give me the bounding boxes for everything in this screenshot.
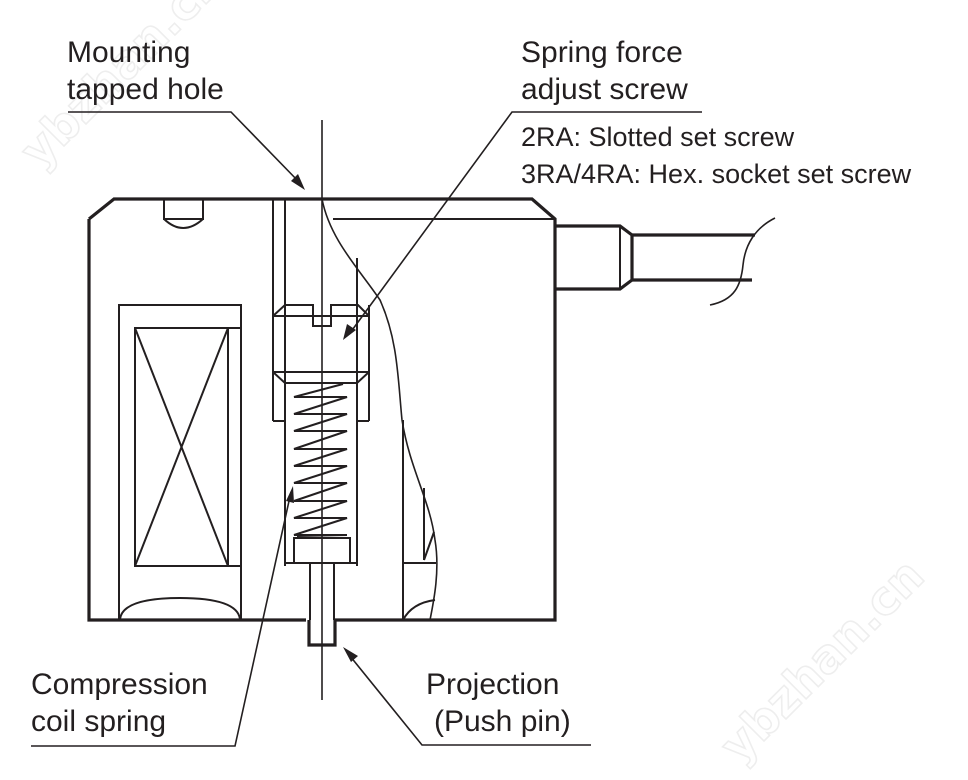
arrowhead-adjust-screw xyxy=(343,324,356,340)
arrowhead-compression xyxy=(286,486,294,503)
mounting-tapped-hole xyxy=(163,200,204,229)
label-spring-force-line2: adjust screw xyxy=(521,73,688,106)
label-spring-force-line1: Spring force xyxy=(521,36,683,69)
label-projection-line2: (Push pin) xyxy=(434,705,571,738)
leaders xyxy=(31,111,702,747)
leader-adjust-screw xyxy=(349,111,702,334)
label-projection-line1: Projection xyxy=(426,668,559,701)
leader-compression xyxy=(31,491,292,747)
coil xyxy=(118,304,242,621)
label-mounting-line2: tapped hole xyxy=(67,73,224,106)
label-compression-line2: coil spring xyxy=(31,705,166,738)
watermark-bottom-right: ybzhan.cn xyxy=(710,548,935,773)
label-screw-type-3ra-4ra: 3RA/4RA: Hex. socket set screw xyxy=(521,159,912,189)
watermarks: ybzhan.cn ybzhan.cn xyxy=(9,0,935,774)
compression-spring xyxy=(285,383,357,564)
leader-mounting xyxy=(68,111,301,184)
push-pin xyxy=(307,563,337,647)
label-mounting-line1: Mounting xyxy=(67,36,190,69)
arrowhead-projection xyxy=(343,647,358,662)
arrowhead-mounting xyxy=(291,174,305,190)
labels: Mounting tapped hole Spring force adjust… xyxy=(31,36,912,738)
cutaway-break-line xyxy=(321,198,438,621)
cable xyxy=(555,217,776,306)
label-compression-line1: Compression xyxy=(31,668,208,701)
spring-zigzag xyxy=(293,383,348,537)
adjust-screw xyxy=(272,304,370,384)
leader-projection xyxy=(349,655,591,746)
label-screw-type-2ra: 2RA: Slotted set screw xyxy=(521,122,795,152)
